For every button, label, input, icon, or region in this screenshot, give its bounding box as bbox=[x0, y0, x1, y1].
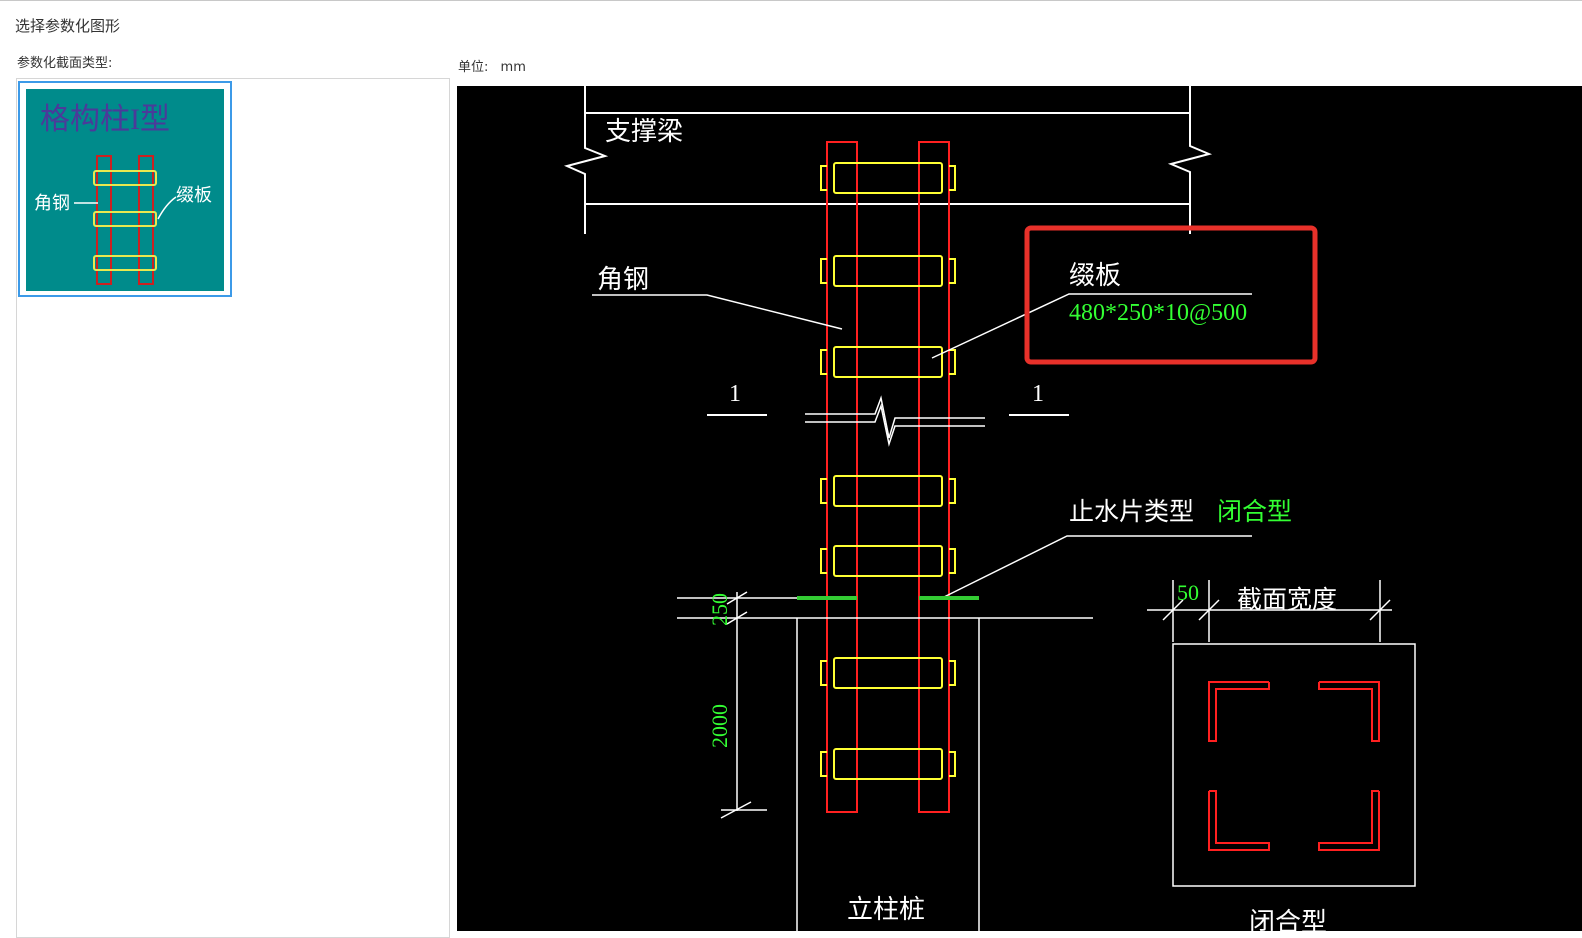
cad-preview: 支撑梁 bbox=[457, 86, 1582, 931]
thumb-plate-3 bbox=[93, 255, 157, 271]
section-thumb-lattice-column-1[interactable]: 格构柱I型 角钢 缀板 bbox=[18, 81, 232, 297]
section-type-list[interactable]: 格构柱I型 角钢 缀板 bbox=[16, 78, 450, 938]
dialog-titlebar: 选择参数化图形 bbox=[0, 0, 1582, 44]
unit-value: mm bbox=[500, 60, 526, 75]
batten-plate-label: 缀板 bbox=[1069, 261, 1121, 290]
thumb-background bbox=[26, 89, 224, 291]
thumb-label-angle: 角钢 bbox=[34, 193, 70, 213]
section-mark-right: 1 bbox=[1032, 381, 1044, 407]
thumb-leader-right bbox=[157, 196, 177, 220]
section-outline bbox=[1172, 643, 1416, 887]
cad-drawing: 支撑梁 bbox=[563, 86, 1416, 931]
support-beam: 支撑梁 bbox=[563, 86, 1213, 234]
thumb-label-plate: 缀板 bbox=[176, 185, 212, 205]
section-mark-left: 1 bbox=[729, 381, 741, 407]
waterstop-value: 闭合型 bbox=[1217, 498, 1292, 526]
angle-steel-label: 角钢 bbox=[597, 265, 649, 294]
angle-steel-leader bbox=[592, 294, 843, 330]
section-width-dimension bbox=[1147, 580, 1392, 642]
pile-label: 立柱桩 bbox=[847, 895, 925, 924]
waterstop-label: 止水片类型 bbox=[1069, 498, 1194, 526]
unit-row: 单位: mm bbox=[458, 56, 526, 75]
batten-plate-leader bbox=[931, 293, 1252, 359]
lattice-column-thumbnail: 格构柱I型 角钢 缀板 bbox=[26, 89, 224, 291]
cross-section: 50 截面宽度 闭合型 bbox=[1147, 580, 1416, 931]
thumb-plate-1 bbox=[93, 170, 157, 186]
section-type-label: 参数化截面类型: bbox=[17, 56, 113, 71]
waterstop-leader bbox=[941, 535, 1252, 599]
dim-250: 250 bbox=[707, 593, 732, 626]
beam-label: 支撑梁 bbox=[605, 117, 683, 146]
dim-vertical bbox=[720, 591, 767, 819]
section-angles bbox=[1208, 681, 1380, 851]
break-line bbox=[805, 395, 985, 447]
section-width-label: 截面宽度 bbox=[1237, 586, 1337, 614]
highlight-box bbox=[1024, 225, 1318, 365]
batten-plates bbox=[820, 162, 956, 780]
thumb-angle-left bbox=[96, 155, 112, 285]
thumb-plate-2 bbox=[93, 211, 157, 227]
dim-50: 50 bbox=[1177, 580, 1199, 605]
dialog-title: 选择参数化图形 bbox=[15, 17, 121, 35]
dim-2000: 2000 bbox=[707, 704, 732, 748]
thumb-angle-right bbox=[138, 155, 154, 285]
unit-label: 单位: bbox=[458, 60, 489, 75]
section-type-label: 闭合型 bbox=[1249, 908, 1327, 931]
batten-plate-spec: 480*250*10@500 bbox=[1069, 300, 1247, 326]
thumb-title: 格构柱I型 bbox=[40, 103, 170, 136]
